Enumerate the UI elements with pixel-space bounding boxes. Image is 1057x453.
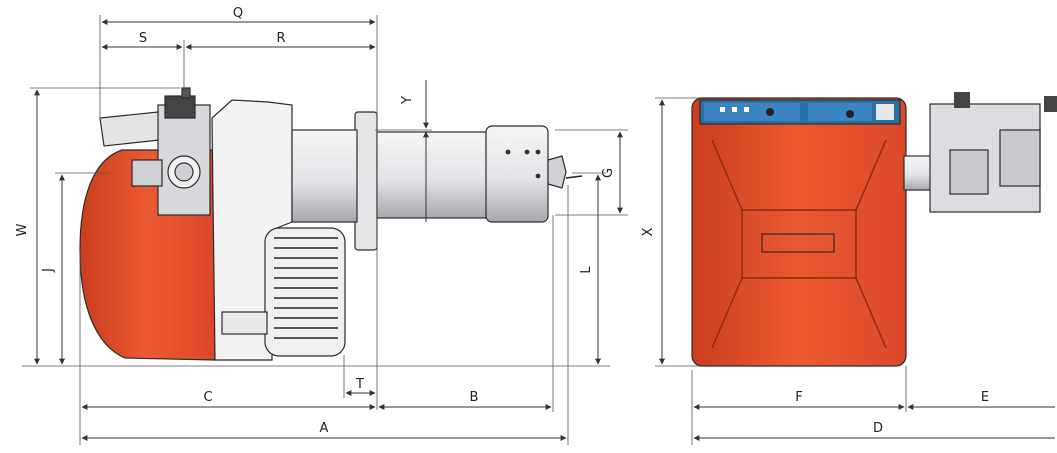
label-s: S	[139, 31, 147, 46]
blast-tube	[376, 131, 490, 219]
ignition-electrode	[565, 175, 583, 179]
valve-flange	[131, 159, 163, 187]
blast-tube-inner	[291, 129, 358, 223]
label-e: E	[981, 390, 989, 405]
label-w: W	[15, 223, 30, 236]
nozzle-tip	[547, 155, 567, 189]
panel-switch	[876, 104, 894, 120]
label-g: G	[601, 168, 616, 178]
panel-knob	[766, 108, 774, 116]
panel-knob	[846, 110, 854, 118]
dimension-lines-right	[655, 97, 1055, 445]
front-gas-pipe	[903, 155, 933, 191]
head-bolt	[505, 149, 511, 155]
label-t: T	[355, 377, 364, 392]
panel-button	[744, 107, 749, 112]
panel-left-section	[704, 103, 800, 121]
label-r: R	[276, 31, 285, 46]
dimension-labels: Q S R Y W J G L T C B A X F E D	[15, 6, 989, 436]
label-f: F	[795, 390, 802, 405]
label-d: D	[873, 421, 883, 436]
label-b: B	[470, 390, 479, 405]
front-valve-body	[949, 149, 989, 195]
front-valve-coil	[954, 92, 970, 108]
dimension-lines-left	[22, 15, 628, 445]
front-bevel-lines	[711, 139, 887, 349]
label-x: X	[641, 227, 656, 236]
label-l: L	[579, 266, 594, 274]
panel-button	[732, 107, 737, 112]
front-valve-coil	[1044, 96, 1057, 112]
label-q: Q	[233, 6, 243, 21]
label-y: Y	[400, 96, 415, 105]
panel-button	[720, 107, 725, 112]
valve-top-cap	[99, 111, 161, 147]
valve-coil	[164, 95, 196, 119]
front-view	[691, 92, 1057, 367]
head-bolt	[535, 149, 541, 155]
label-j: J	[41, 268, 56, 273]
head-bolt	[535, 173, 541, 179]
valve-port-inner	[174, 162, 194, 182]
front-valve-body	[999, 129, 1041, 187]
label-c: C	[203, 390, 212, 405]
panel-right-section	[808, 103, 872, 121]
mounting-flange	[354, 111, 378, 251]
valve-terminal	[181, 87, 191, 99]
air-intake-grille	[264, 227, 346, 357]
side-foot-block	[221, 311, 268, 335]
head-bolt	[524, 149, 530, 155]
side-view	[79, 87, 583, 361]
label-a: A	[320, 421, 329, 436]
front-housing-red	[691, 97, 907, 367]
front-nameplate	[761, 233, 835, 253]
grille-slots	[274, 237, 338, 339]
